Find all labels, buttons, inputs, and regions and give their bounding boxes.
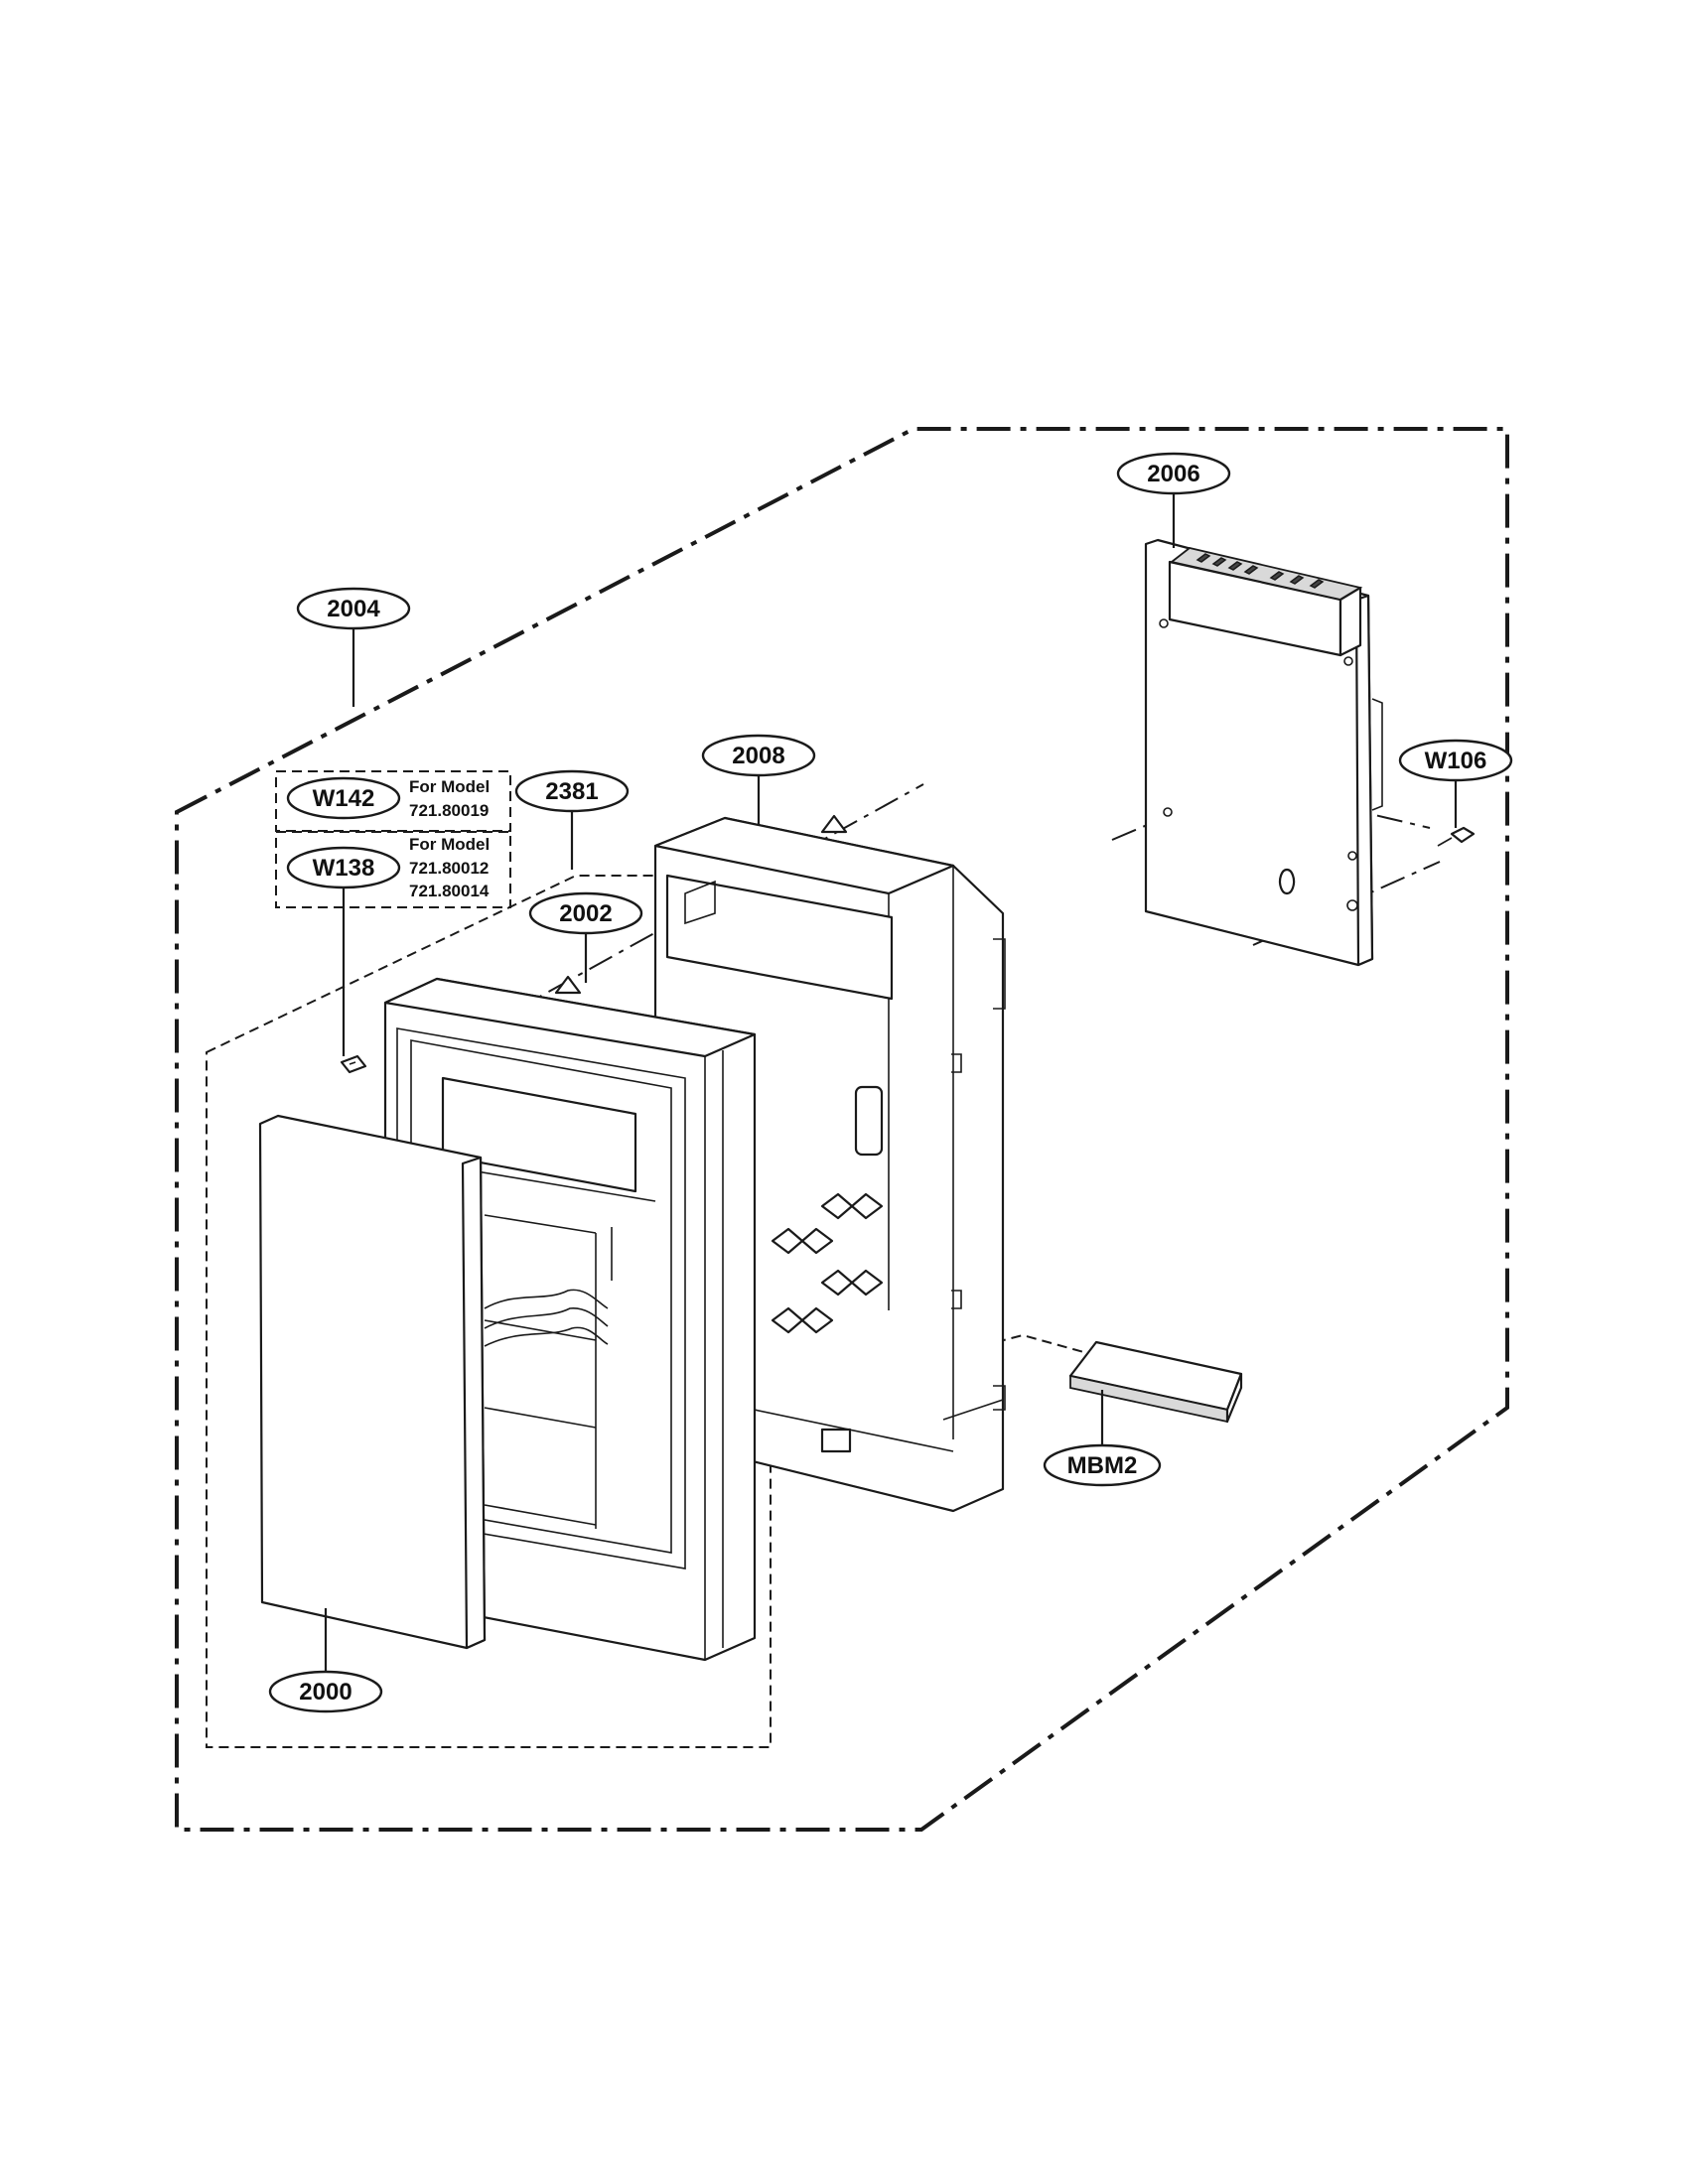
callout-2381: 2381 — [514, 769, 630, 813]
note-box-w138 — [275, 831, 511, 908]
note-w142-model: 721.80019 — [409, 801, 489, 820]
callout-w106: W106 — [1398, 739, 1513, 782]
callout-2008: 2008 — [701, 734, 816, 777]
part-2006-pcb — [1144, 538, 1383, 967]
alignment-line-mbm2 — [995, 1333, 1099, 1357]
callout-w138: W138 — [286, 846, 401, 889]
callout-mbm2: MBM2 — [1043, 1443, 1162, 1487]
note-box-w142 — [275, 770, 511, 832]
callout-2008-label: 2008 — [732, 743, 784, 769]
callout-2000: 2000 — [268, 1670, 383, 1713]
callout-2006-label: 2006 — [1147, 461, 1199, 487]
part-w138-screw — [340, 1054, 367, 1074]
note-w138-model-2: 721.80014 — [409, 882, 490, 900]
part-2000-front-panel — [258, 1114, 487, 1650]
assembly-boundary-2004 — [175, 427, 1509, 1832]
part-w106-screw — [1437, 826, 1476, 847]
callout-2004-label: 2004 — [327, 596, 380, 622]
callout-2006: 2006 — [1116, 452, 1231, 495]
note-w142-title: For Model — [409, 777, 490, 796]
callout-2002: 2002 — [528, 891, 643, 935]
note-w138-model-1: 721.80012 — [409, 859, 489, 878]
callout-2000-label: 2000 — [299, 1679, 352, 1706]
callout-w142: W142 — [286, 776, 401, 820]
callout-w138-label: W138 — [313, 855, 375, 882]
callout-2381-label: 2381 — [545, 778, 598, 805]
callout-2004: 2004 — [296, 587, 411, 630]
callout-2002-label: 2002 — [559, 900, 612, 927]
note-w138-title: For Model — [409, 835, 490, 854]
callout-w106-label: W106 — [1425, 748, 1487, 774]
callout-mbm2-label: MBM2 — [1067, 1452, 1138, 1479]
part-mbm2 — [1068, 1340, 1243, 1424]
callout-w142-label: W142 — [313, 785, 375, 812]
